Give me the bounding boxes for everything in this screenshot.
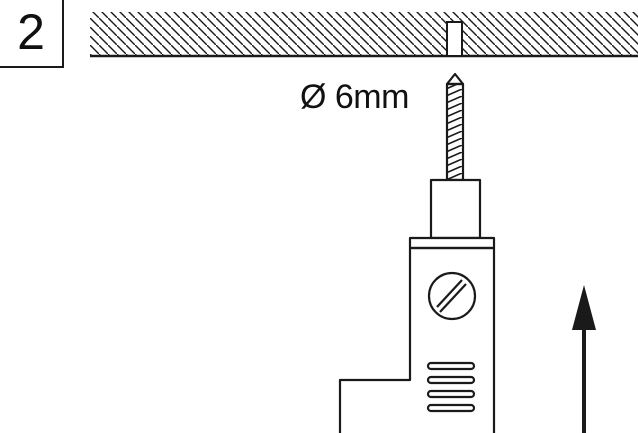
- step-number-box: 2: [0, 0, 64, 68]
- hatched-ceiling-icon: [90, 12, 638, 58]
- arrow-up-icon: [572, 285, 596, 433]
- drill-bit: [445, 82, 465, 182]
- screw-icon: [427, 271, 477, 321]
- drill-icon: [338, 72, 496, 433]
- drill-diameter-label: Ø 6mm: [300, 78, 409, 116]
- vent-slots: [426, 361, 476, 413]
- step-number: 2: [17, 4, 45, 60]
- drill-collar: [408, 236, 496, 250]
- drill-bit-tip: [445, 72, 465, 86]
- drill-body: [338, 246, 496, 433]
- drill-chuck: [429, 178, 482, 240]
